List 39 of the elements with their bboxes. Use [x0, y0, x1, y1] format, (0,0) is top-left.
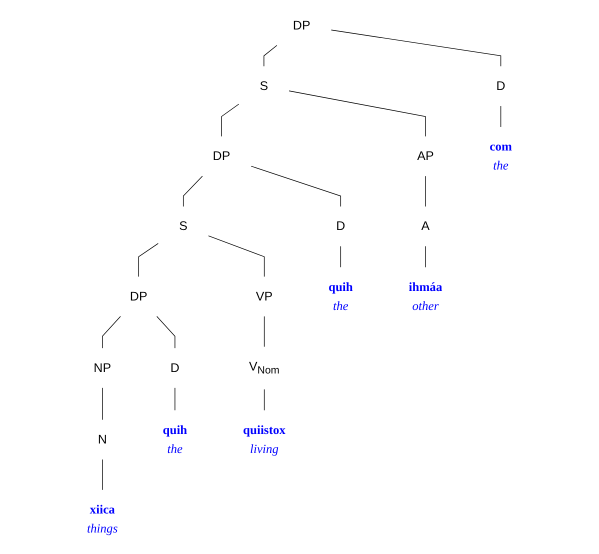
connector — [221, 104, 240, 137]
connector — [264, 45, 278, 67]
node-text: quih the — [162, 422, 188, 456]
node-text: quiistox living — [242, 422, 286, 456]
connector — [208, 235, 265, 277]
connector — [174, 388, 176, 411]
connector — [264, 389, 265, 411]
connector — [425, 246, 426, 268]
node-text: AP — [417, 148, 434, 163]
node-text: S — [179, 219, 188, 234]
node-text: VP — [256, 289, 273, 304]
connector — [102, 459, 103, 490]
connector — [340, 246, 342, 268]
connector — [102, 388, 103, 420]
node-text: DP — [130, 289, 148, 304]
connector — [500, 106, 502, 128]
node-text: DP — [212, 148, 230, 163]
node-text: ihmáa other — [408, 280, 442, 313]
connector — [250, 166, 342, 207]
node-text: quih the — [328, 280, 353, 313]
node-text: DP — [292, 18, 310, 32]
connector — [330, 30, 502, 67]
connector — [425, 176, 426, 207]
node-text: xiica things — [87, 502, 118, 536]
node-text: com the — [490, 140, 512, 172]
connector — [102, 316, 121, 349]
node-text: V$_{Nom}$ — [249, 359, 280, 376]
node-text: D — [170, 360, 180, 375]
node-text: D — [336, 219, 346, 234]
connector — [138, 243, 159, 277]
node-text: N — [98, 432, 107, 446]
connector — [182, 176, 203, 207]
node-text: A — [421, 219, 430, 234]
connector — [264, 316, 265, 348]
node-text: D — [496, 78, 506, 93]
node-text: S — [260, 78, 268, 93]
node-text: NP — [94, 360, 112, 375]
connector — [156, 316, 176, 349]
connector — [288, 90, 426, 137]
